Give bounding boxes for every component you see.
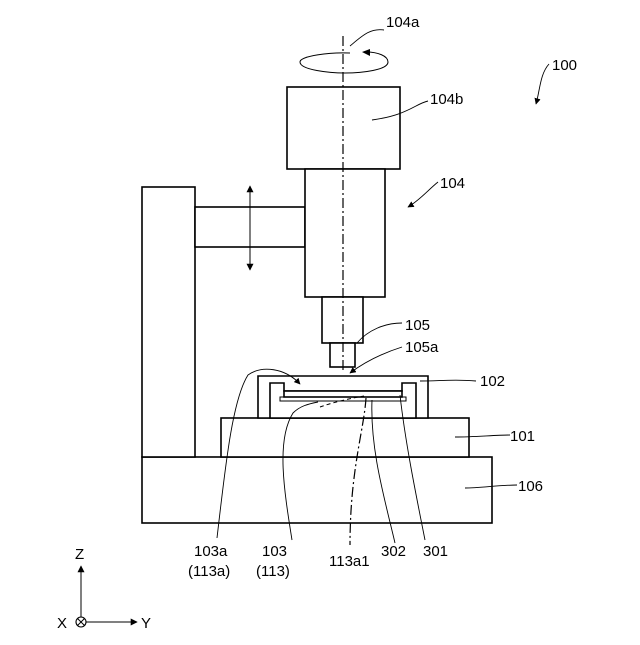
rotation-arrowhead [362,49,370,56]
label-105a: 105a [405,339,439,356]
table-101 [221,418,469,457]
leader-104a [350,30,384,46]
label-101: 101 [510,428,535,445]
leader-100 [536,64,549,104]
label-105: 105 [405,317,430,334]
label-103a: 103a [194,543,228,560]
label-103: 103 [262,543,287,560]
label-104b: 104b [430,91,463,108]
label-102: 102 [480,373,505,390]
axis-label-z: Z [75,546,84,563]
column [142,187,195,457]
leader-105a [350,347,402,373]
label-104: 104 [440,175,465,192]
axis-label-x: X [57,615,67,632]
label-113a1: 113a1 [329,553,370,570]
label-113: (113) [256,563,290,580]
label-113a: (113a) [188,563,230,580]
rotation-arrow [300,52,388,73]
axis-label-y: Y [141,615,151,632]
base-106 [142,457,492,523]
label-104a: 104a [386,14,420,31]
workpiece-103 [284,391,402,397]
spindle-body [305,169,385,297]
label-100: 100 [552,57,577,74]
label-301: 301 [423,543,448,560]
label-302: 302 [381,543,406,560]
leader-104 [408,182,438,207]
label-106: 106 [518,478,543,495]
